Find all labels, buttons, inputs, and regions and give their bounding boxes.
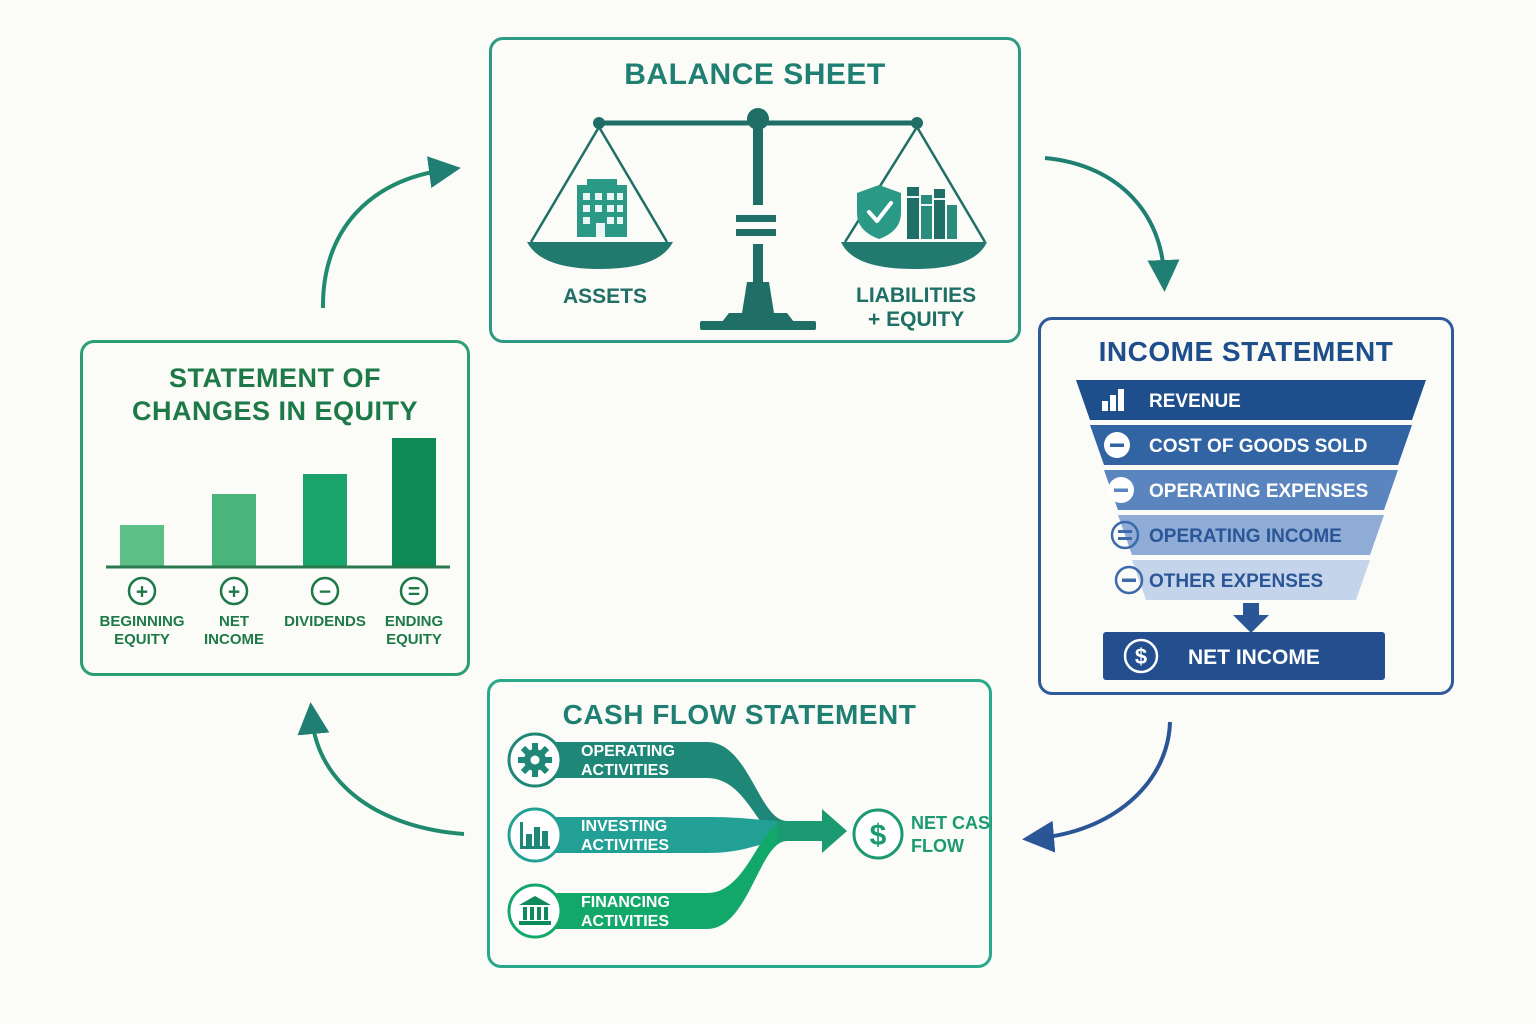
equity-bar-chart: +BEGINNINGEQUITY+NETINCOME−DIVIDENDS=END… [99,438,450,648]
income-row-band [1090,425,1412,465]
dollar-icon: $ [852,808,904,860]
income-row: OPERATING EXPENSES [1104,470,1398,510]
gear-icon [518,743,552,777]
net-income-label: NET INCOME [1188,646,1320,669]
balance-sheet-card: BALANCE SHEET [489,37,1021,343]
assets-label: ASSETS [563,285,648,308]
svg-text:$: $ [870,819,887,852]
shield-check-icon [857,185,901,239]
income-row: OTHER EXPENSES [1114,560,1370,600]
cash-flow-item: INVESTING ACTIVITIES [507,807,669,863]
plus-icon: + [219,576,249,606]
cash-flow-diagram: OPERATINGACTIVITIESINVESTINGACTIVITIESFI… [507,732,992,939]
income-row: COST OF GOODS SOLD [1090,425,1412,465]
minus-icon [1108,477,1134,503]
equity-item-line2: EQUITY [114,631,170,648]
arrow-balance-to-income [1044,156,1180,292]
cash-flow-ribbon [535,821,787,929]
income-funnel: REVENUE COST OF GOODS SOLD OPERATING EXPEN… [1076,380,1426,680]
cash-flow-item-line2: ACTIVITIES [581,837,669,854]
cash-flow-item-line2: ACTIVITIES [581,762,669,779]
equity-label: + EQUITY [868,308,965,331]
scale-icon [527,108,987,330]
svg-text:+: + [228,581,240,604]
equity-item-line1: NET [219,613,249,630]
liabilities-label: LIABILITIES [856,284,977,307]
equity-item-line2: EQUITY [386,631,442,648]
cash-flow-ribbon [535,742,787,841]
minus-icon [1114,565,1144,595]
cash-flow-item-line1: FINANCING [581,894,670,911]
books-icon [907,187,957,239]
net-cash-flow-line2: FLOW [911,836,964,856]
plus-icon: + [127,576,157,606]
cash-flow-item: OPERATING ACTIVITIES [507,732,675,788]
equity-card: STATEMENT OF CHANGES IN EQUITY + BEGINNIN… [80,340,470,676]
income-row-label: OPERATING EXPENSES [1149,481,1368,502]
arrow-right-icon [777,809,847,853]
dollar-icon: $ [1123,638,1159,674]
equity-title-line2: CHANGES IN EQUITY [131,396,419,426]
equity-bar [120,525,164,566]
income-row-band [1076,380,1426,420]
net-income-row: $ NET INCOME [1103,632,1385,680]
cash-flow-title: CASH FLOW STATEMENT [562,699,917,730]
cash-flow-item-line1: INVESTING [581,818,667,835]
arrow-down-icon [1233,603,1269,633]
net-cash-flow-line1: NET CASH [911,813,992,833]
income-row-label: OTHER EXPENSES [1149,571,1323,592]
equals-icon [1110,520,1140,550]
income-row-label: OPERATING INCOME [1149,526,1342,547]
cash-flow-item-line2: ACTIVITIES [581,913,669,930]
equity-item-line1: ENDING [385,613,443,630]
minus-icon: − [310,576,340,606]
income-row-band [1132,560,1370,600]
net-cash-flow: $ NET CASH FLOW [852,808,992,860]
cash-flow-item: FINANCING ACTIVITIES [507,883,670,939]
cash-flow-ribbon [535,817,787,853]
equity-bar [392,438,436,566]
svg-text:$: $ [1135,644,1147,669]
bar-chart-icon [520,822,550,849]
income-row: REVENUE [1076,380,1426,420]
balance-sheet-title: BALANCE SHEET [624,58,886,91]
income-statement-title: INCOME STATEMENT [1098,336,1394,367]
svg-text:−: − [319,581,331,604]
income-row-band [1118,515,1384,555]
arrow-income-to-cashflow [1022,721,1172,853]
equity-item-line2: INCOME [204,631,264,648]
building-icon [577,179,627,237]
equity-title-line1: STATEMENT OF [169,363,381,393]
equity-item-line1: BEGINNING [99,613,184,630]
arrow-equity-to-balance [320,156,461,309]
bar-chart-icon [1102,389,1124,411]
minus-icon [1104,432,1130,458]
equals-icon: = [399,576,429,606]
equity-bar [212,494,256,566]
bank-icon [519,896,551,925]
income-row-label: COST OF GOODS SOLD [1149,436,1368,457]
equity-item: − DIVIDENDS [284,576,366,630]
income-statement-card: INCOME STATEMENT REVENUE COST OF GOODS SO… [1038,317,1454,695]
income-row-band [1104,470,1398,510]
equity-bar [303,474,347,566]
svg-text:+: + [136,581,148,604]
cash-flow-item-line1: OPERATING [581,743,675,760]
svg-text:=: = [408,581,420,604]
equity-item-line1: DIVIDENDS [284,613,366,630]
income-row: OPERATING INCOME [1110,515,1384,555]
arrow-cashflow-to-equity [297,702,465,836]
income-row-label: REVENUE [1149,391,1241,412]
